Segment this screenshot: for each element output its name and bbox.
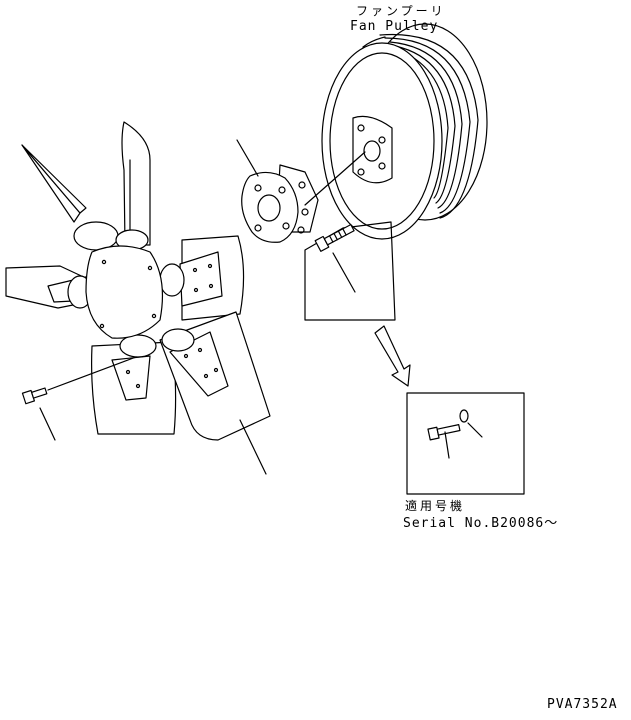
direction-arrow [374, 325, 411, 387]
drawing-code: PVA7352A [547, 697, 618, 712]
fan-spacer [236, 139, 366, 243]
bolt [427, 424, 461, 441]
washer [459, 409, 469, 423]
fan-pulley-label-en: Fan Pulley [350, 19, 439, 34]
cooling-fan [5, 121, 271, 475]
bolt [21, 387, 48, 405]
serial-number-label: Serial No.B20086～ [403, 516, 559, 531]
fan-pulley [321, 23, 488, 240]
fan-pulley-label-jp: ファンプーリ [356, 4, 446, 18]
bolt-detail-box [304, 221, 396, 321]
bolt [314, 224, 355, 252]
serial-detail-box [406, 392, 525, 495]
applicable-models-label: 適用号機 [405, 499, 466, 513]
